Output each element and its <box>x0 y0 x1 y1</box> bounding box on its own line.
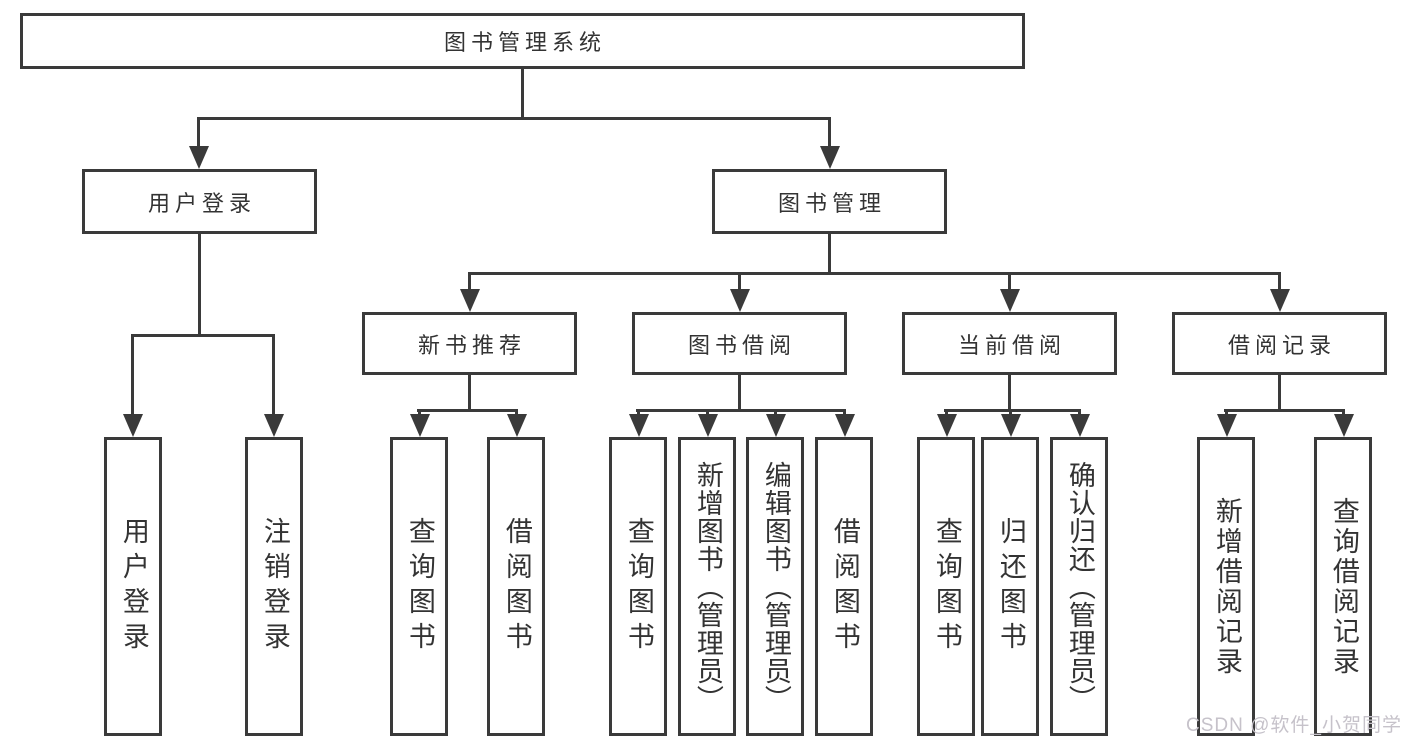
arrow-to-leaf-logout <box>263 334 284 437</box>
node-book-management: 图书管理 <box>712 169 947 234</box>
leaf-label: 查询借阅记录 <box>1328 496 1359 677</box>
arrow-to-leaf-return-book <box>1000 409 1021 437</box>
node-new-book-recommend: 新书推荐 <box>362 312 577 375</box>
node-label: 图书管理 <box>777 190 886 216</box>
arrow-to-leaf-query-record <box>1333 409 1354 437</box>
node-label: 图书借阅 <box>687 332 796 358</box>
arrow-to-book-borrow <box>729 272 750 312</box>
node-library-management-system: 图书管理系统 <box>20 13 1025 69</box>
arrow-to-borrow-records <box>1269 272 1290 312</box>
leaf-add-borrow-record: 新增借阅记录 <box>1197 437 1255 736</box>
leaf-label: 查询图书 <box>931 516 962 657</box>
leaf-label: 注销登录 <box>259 516 290 657</box>
arrow-to-leaf-borrow-books-1 <box>506 409 527 437</box>
leaf-borrow-books-recommend: 借阅图书 <box>487 437 545 736</box>
leaf-confirm-return-admin: 确认归还（管理员） <box>1050 437 1108 736</box>
node-label: 当前借阅 <box>957 332 1066 358</box>
connector-records-hbar <box>1224 409 1344 412</box>
node-label: 用户登录 <box>147 190 256 216</box>
connector-user-login-hbar <box>132 334 275 337</box>
connector-records-stem <box>1278 374 1281 412</box>
connector-current-stem <box>1008 374 1011 412</box>
leaf-user-login: 用户登录 <box>104 437 162 736</box>
arrow-to-book-management <box>819 117 840 169</box>
leaf-label: 归还图书 <box>995 516 1026 657</box>
arrow-to-current-borrow <box>999 272 1020 312</box>
connector-recommend-hbar <box>417 409 518 412</box>
arrow-to-new-book-recommend <box>459 272 480 312</box>
node-borrow-records: 借阅记录 <box>1172 312 1387 375</box>
leaf-logout: 注销登录 <box>245 437 303 736</box>
leaf-label: 确认归还（管理员） <box>1064 460 1095 713</box>
arrow-to-leaf-query-books-1 <box>409 409 430 437</box>
leaf-query-books-borrow: 查询图书 <box>609 437 667 736</box>
leaf-label: 编辑图书（管理员） <box>760 460 791 713</box>
leaf-label: 借阅图书 <box>829 516 860 657</box>
leaf-label: 新增图书（管理员） <box>692 460 723 713</box>
leaf-query-books-current: 查询图书 <box>917 437 975 736</box>
arrow-to-leaf-add-book <box>697 409 718 437</box>
leaf-label: 借阅图书 <box>501 516 532 657</box>
leaf-edit-book-admin: 编辑图书（管理员） <box>746 437 804 736</box>
node-label: 借阅记录 <box>1227 332 1336 358</box>
arrow-to-leaf-query-books-2 <box>628 409 649 437</box>
connector-current-hbar <box>944 409 1081 412</box>
connector-borrow-hbar <box>636 409 845 412</box>
arrow-to-user-login <box>188 117 209 169</box>
connector-book-mgmt-stem <box>828 232 831 274</box>
arrow-to-leaf-confirm-return <box>1069 409 1090 437</box>
leaf-label: 查询图书 <box>404 516 435 657</box>
connector-borrow-stem <box>738 374 741 412</box>
leaf-label: 查询图书 <box>623 516 654 657</box>
arrow-to-leaf-user-login <box>122 334 143 437</box>
connector-recommend-stem <box>468 374 471 412</box>
leaf-query-books-recommend: 查询图书 <box>390 437 448 736</box>
node-user-login: 用户登录 <box>82 169 317 234</box>
connector-root-stem <box>521 66 524 119</box>
node-current-borrow: 当前借阅 <box>902 312 1117 375</box>
node-book-borrow: 图书借阅 <box>632 312 847 375</box>
node-label: 新书推荐 <box>417 332 526 358</box>
leaf-add-book-admin: 新增图书（管理员） <box>678 437 736 736</box>
connector-book-mgmt-hbar <box>468 272 1281 275</box>
leaf-label: 新增借阅记录 <box>1211 496 1242 677</box>
arrow-to-leaf-add-record <box>1216 409 1237 437</box>
node-label: 图书管理系统 <box>443 30 606 55</box>
leaf-label: 用户登录 <box>118 516 149 657</box>
leaf-query-borrow-record: 查询借阅记录 <box>1314 437 1372 736</box>
csdn-watermark: CSDN @软件_小贺同学 <box>1186 715 1402 736</box>
connector-root-hbar <box>197 117 831 120</box>
arrow-to-leaf-borrow-books-2 <box>834 409 855 437</box>
leaf-return-book: 归还图书 <box>981 437 1039 736</box>
arrow-to-leaf-edit-book <box>765 409 786 437</box>
leaf-borrow-books-borrow: 借阅图书 <box>815 437 873 736</box>
connector-user-login-stem <box>198 232 201 336</box>
arrow-to-leaf-query-books-3 <box>936 409 957 437</box>
